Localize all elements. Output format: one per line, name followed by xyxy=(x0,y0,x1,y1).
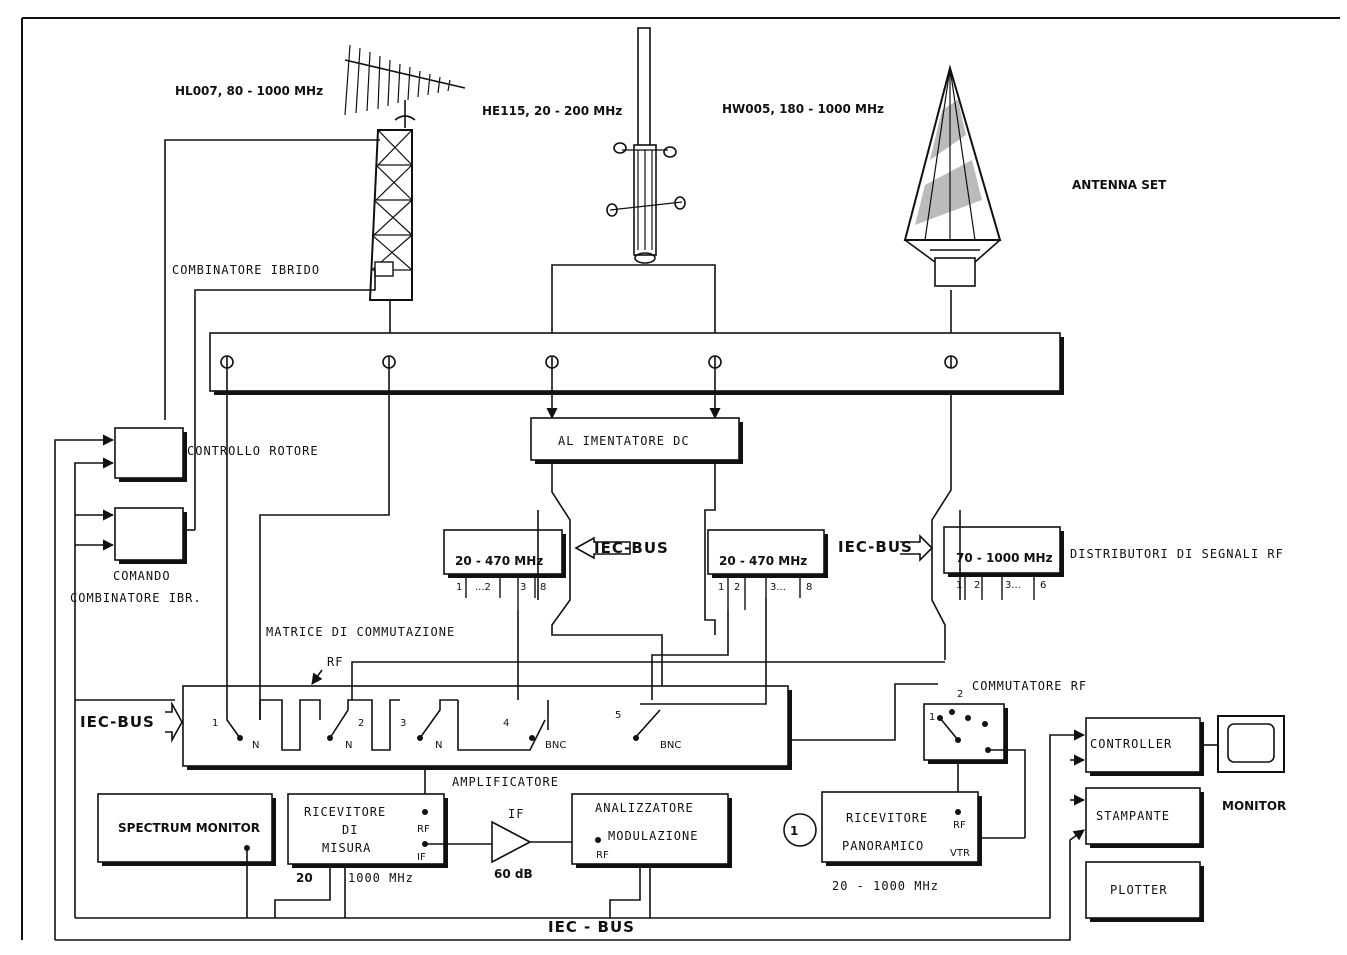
antenna-label-he115: HE115, 20 - 200 MHz xyxy=(482,104,622,118)
matrice-label: MATRICE DI COMMUTAZIONE xyxy=(266,625,455,639)
antenna-label-hw005: HW005, 180 - 1000 MHz xyxy=(722,102,884,116)
matrix-port-label: 4 xyxy=(503,718,509,729)
ricevitore-range-lo: 20 xyxy=(296,871,313,885)
port-label: 8 xyxy=(540,582,546,593)
monitor-label: MONITOR xyxy=(1222,799,1286,813)
iec-bus-label: IEC-BUS xyxy=(838,538,913,556)
controllo-rotore-label: CONTROLLO ROTORE xyxy=(187,444,319,458)
matrix-type-label: N xyxy=(252,740,259,751)
port-label: 2 xyxy=(974,580,980,591)
panoramico-line2: PANORAMICO xyxy=(842,839,924,853)
port-label: 1 xyxy=(718,582,724,593)
controller-label: CONTROLLER xyxy=(1090,737,1172,751)
ricevitore-misura-line3: MISURA xyxy=(322,841,371,855)
ricevitore-misura-line2: DI xyxy=(342,823,358,837)
panoramico-rf-port: RF xyxy=(953,820,966,831)
stampante-box xyxy=(1085,787,1201,845)
controllo-rotore-box xyxy=(114,427,184,479)
matrice-commutazione-box xyxy=(182,685,789,767)
matrix-type-label: BNC xyxy=(660,740,681,751)
port-label: 3... xyxy=(770,582,786,593)
ricevitore-if-port: IF xyxy=(417,852,426,863)
iec-bus-label: IEC-BUS xyxy=(594,539,669,557)
port-label: 8 xyxy=(806,582,812,593)
commutatore-pos-label: 1 xyxy=(929,712,935,723)
antenna-label-hl007: HL007, 80 - 1000 MHz xyxy=(175,84,323,98)
panoramico-vtr-port: VTR xyxy=(950,848,970,859)
analizzatore-rf-port: RF xyxy=(596,850,609,861)
ricevitore-misura-line1: RICEVITORE xyxy=(304,805,386,819)
amplifier-triangle-icon xyxy=(491,820,532,864)
port-label: 1 xyxy=(956,580,962,591)
connector-panel xyxy=(209,332,1061,392)
amplificatore-label: AMPLIFICATORE xyxy=(452,775,559,789)
distributore-2-label: 20 - 470 MHz xyxy=(719,554,807,568)
iec-bus-arrow-2: IEC-BUS xyxy=(838,534,934,562)
log-periodic-antenna-icon xyxy=(344,44,466,301)
matrix-type-label: BNC xyxy=(545,740,566,751)
circled-number: 1 xyxy=(790,824,798,838)
conical-spiral-antenna-icon xyxy=(903,64,1002,287)
matrix-type-label: N xyxy=(435,740,442,751)
analizzatore-line2: MODULAZIONE xyxy=(608,829,698,843)
plotter-label: PLOTTER xyxy=(1110,883,1168,897)
ricevitore-panoramico-box xyxy=(821,791,979,863)
panoramico-range: 20 - 1000 MHz xyxy=(832,879,939,893)
comando-combinatore-box xyxy=(114,507,184,561)
rf-label: RF xyxy=(327,655,343,669)
stampante-label: STAMPANTE xyxy=(1096,809,1170,823)
controller-box xyxy=(1085,717,1201,773)
commutatore-rf-box xyxy=(923,703,1005,761)
commutatore-rf-label: COMMUTATORE RF xyxy=(972,679,1087,693)
iec-bus-arrow-1: IEC-BUS xyxy=(574,536,669,560)
iec-bus-label: IEC-BUS xyxy=(80,713,155,731)
port-label: 6 xyxy=(1040,580,1046,591)
combinatore-ibr-label: COMBINATORE IBR. xyxy=(70,591,202,605)
distributore-ports xyxy=(465,576,1035,610)
port-label: ...2 xyxy=(475,582,491,593)
spectrum-monitor-label: SPECTRUM MONITOR xyxy=(118,821,260,835)
port-label: 1 xyxy=(456,582,462,593)
alimentatore-dc-label: AL IMENTATORE DC xyxy=(558,434,690,448)
amplificatore-if: IF xyxy=(508,807,524,821)
combinatore-ibrido-label: COMBINATORE IBRIDO xyxy=(172,263,320,277)
iec-bus-wiring xyxy=(54,434,1086,941)
analizzatore-modulazione-box xyxy=(571,793,729,865)
switch-symbol xyxy=(537,395,961,700)
ricevitore-rf-port: RF xyxy=(417,824,430,835)
matrix-port-label: 2 xyxy=(358,718,364,729)
commutatore-pos-label: 2 xyxy=(957,689,963,700)
spectrum-monitor-box xyxy=(97,793,273,863)
panoramico-line1: RICEVITORE xyxy=(846,811,928,825)
ricevitore-misura-box xyxy=(287,793,445,865)
ricevitore-range-hi: 1000 MHz xyxy=(348,871,414,885)
iec-bus-bottom-label: IEC - BUS xyxy=(548,918,635,936)
distributori-label: DISTRIBUTORI DI SEGNALI RF xyxy=(1070,547,1284,561)
antenna-set-title: ANTENNA SET xyxy=(1072,178,1167,192)
alimentatore-dc-box xyxy=(530,417,740,461)
distributore-2-box xyxy=(707,529,825,575)
iec-bus-left-arrow: IEC-BUS xyxy=(80,700,183,744)
port-label: 2 xyxy=(734,582,740,593)
matrix-port-label: 3 xyxy=(400,718,406,729)
matrix-switch-paths xyxy=(226,368,945,795)
biconical-antenna-icon xyxy=(606,27,686,264)
port-label: 3... xyxy=(1005,580,1021,591)
distributore-3-label: 70 - 1000 MHz xyxy=(956,551,1053,565)
analizzatore-line1: ANALIZZATORE xyxy=(595,801,694,815)
matrix-port-label: 5 xyxy=(615,710,621,721)
comando-label: COMANDO xyxy=(113,569,171,583)
plotter-box xyxy=(1085,861,1201,919)
distributore-3-box xyxy=(943,526,1061,574)
matrix-port-label: 1 xyxy=(212,718,218,729)
monitor-icon xyxy=(1204,715,1285,773)
matrix-type-label: N xyxy=(345,740,352,751)
port-label: 3 xyxy=(520,582,526,593)
distributore-1-label: 20 - 470 MHz xyxy=(455,554,543,568)
amplificatore-gain: 60 dB xyxy=(494,867,533,881)
circled-number-marker xyxy=(783,813,817,847)
